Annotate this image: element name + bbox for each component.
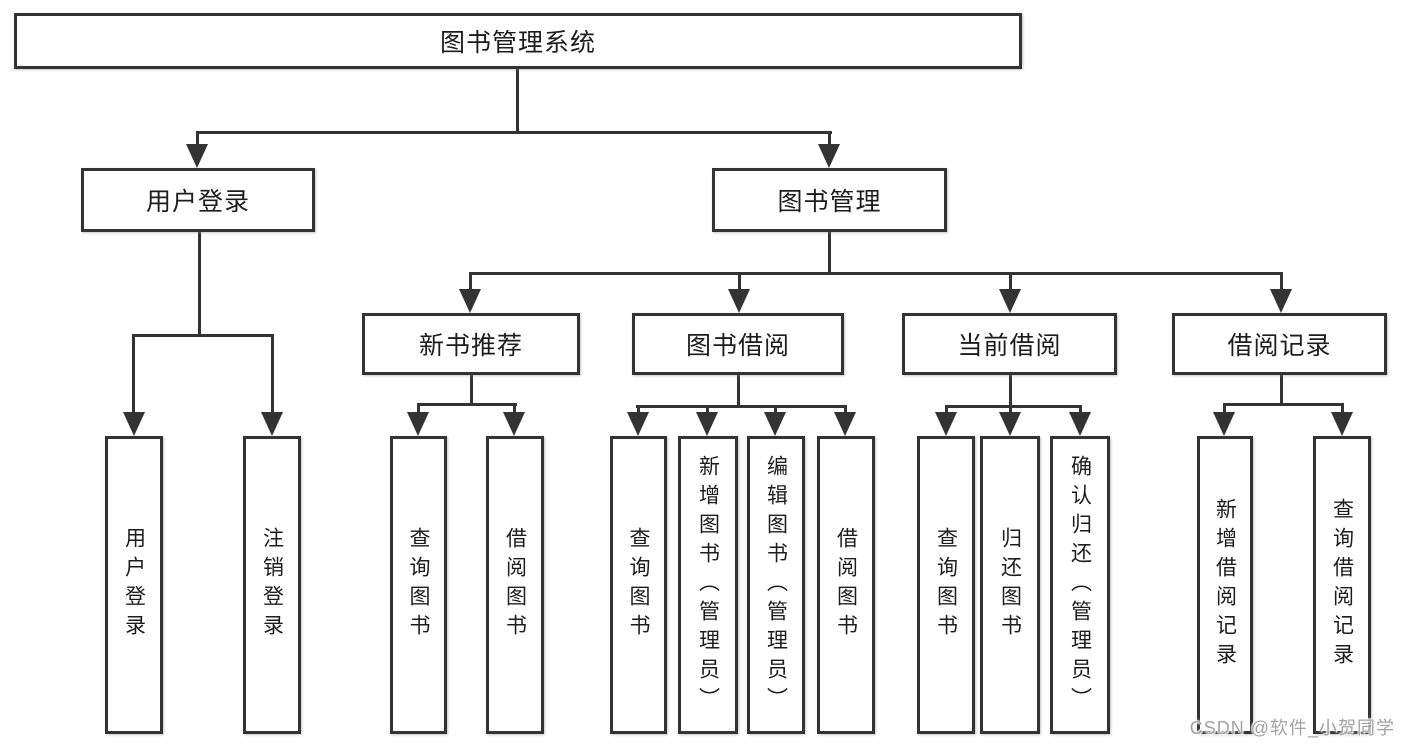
node-label: 注销登录 — [260, 527, 284, 643]
leaf-user-login: 用户登录 — [105, 436, 163, 734]
connector-line — [469, 272, 472, 291]
connector-line — [1280, 375, 1283, 406]
arrow-down-icon — [1270, 289, 1292, 313]
connector-line — [706, 405, 709, 415]
node-label: 借阅记录 — [1227, 332, 1332, 360]
connector-line — [1009, 375, 1012, 408]
connector-line — [271, 334, 274, 414]
node-label: 借阅图书 — [834, 527, 858, 643]
node-label: 图书管理 — [777, 188, 882, 216]
node-label: 确认归还（管理员） — [1068, 454, 1092, 716]
node-new-book-recommend: 新书推荐 — [362, 313, 580, 375]
arrow-down-icon — [407, 412, 429, 436]
node-label: 图书管理系统 — [439, 29, 596, 57]
connector-line — [738, 272, 741, 291]
arrow-down-icon — [728, 289, 750, 313]
node-label: 查询借阅记录 — [1330, 498, 1354, 672]
node-user-login: 用户登录 — [81, 168, 315, 232]
leaf-confirm-return-admin: 确认归还（管理员） — [1050, 436, 1110, 734]
connector-line — [945, 405, 948, 415]
arrow-down-icon — [1331, 412, 1353, 436]
connector-line — [636, 405, 847, 408]
leaf-query-books-2: 查询图书 — [610, 436, 667, 734]
leaf-borrow-books-2: 借阅图书 — [817, 436, 875, 734]
connector-line — [637, 405, 640, 415]
connector-line — [1009, 405, 1012, 415]
connector-line — [196, 131, 832, 134]
connector-line — [196, 131, 199, 147]
node-label: 查询图书 — [934, 527, 958, 643]
connector-line — [828, 131, 831, 147]
arrow-down-icon — [764, 412, 786, 436]
node-label: 新增图书（管理员） — [696, 454, 720, 716]
leaf-query-borrow-record: 查询借阅记录 — [1313, 436, 1371, 734]
node-label: 新增借阅记录 — [1213, 498, 1237, 672]
node-label: 查询图书 — [407, 527, 430, 643]
connector-line — [1280, 272, 1283, 291]
node-book-management: 图书管理 — [712, 168, 947, 232]
connector-line — [1341, 403, 1344, 415]
node-label: 借阅图书 — [503, 527, 527, 643]
connector-line — [737, 375, 740, 408]
node-label: 归还图书 — [998, 527, 1022, 643]
arrow-down-icon — [1213, 412, 1235, 436]
node-label: 用户登录 — [145, 188, 250, 216]
leaf-borrow-books-1: 借阅图书 — [486, 436, 544, 734]
connector-line — [198, 232, 201, 337]
connector-line — [469, 272, 1283, 275]
connector-line — [844, 405, 847, 415]
leaf-logout: 注销登录 — [243, 436, 301, 734]
arrow-down-icon — [1069, 412, 1091, 436]
node-label: 新书推荐 — [418, 332, 523, 360]
connector-line — [945, 405, 1082, 408]
connector-line — [470, 375, 473, 406]
connector-line — [828, 232, 831, 275]
arrow-down-icon — [186, 144, 208, 168]
node-borrowing-records: 借阅记录 — [1172, 313, 1387, 375]
arrow-down-icon — [834, 412, 856, 436]
connector-line — [132, 334, 135, 414]
leaf-edit-books-admin: 编辑图书（管理员） — [747, 436, 805, 734]
connector-line — [132, 334, 274, 337]
leaf-query-books-3: 查询图书 — [917, 436, 975, 734]
connector-line — [516, 69, 519, 133]
node-label: 用户登录 — [122, 527, 146, 643]
node-root-system: 图书管理系统 — [14, 13, 1022, 69]
node-label: 当前借阅 — [957, 332, 1062, 360]
arrow-down-icon — [459, 289, 481, 313]
csdn-watermark: CSDN @软件_小贺同学 — [1189, 718, 1395, 738]
leaf-return-books: 归还图书 — [980, 436, 1040, 734]
arrow-down-icon — [818, 144, 840, 168]
leaf-query-books-1: 查询图书 — [390, 436, 447, 734]
connector-line — [417, 403, 420, 415]
arrow-down-icon — [935, 412, 957, 436]
connector-line — [513, 403, 516, 415]
node-label: 编辑图书（管理员） — [764, 454, 788, 716]
arrow-down-icon — [627, 412, 649, 436]
connector-line — [1009, 272, 1012, 291]
connector-line — [774, 405, 777, 415]
arrow-down-icon — [696, 412, 718, 436]
connector-line — [1079, 405, 1082, 415]
arrow-down-icon — [999, 289, 1021, 313]
arrow-down-icon — [261, 412, 283, 436]
arrow-down-icon — [123, 412, 145, 436]
node-label: 图书借阅 — [685, 332, 790, 360]
connector-line — [1223, 403, 1344, 406]
node-label: 查询图书 — [627, 527, 650, 643]
leaf-add-books-admin: 新增图书（管理员） — [678, 436, 738, 734]
arrow-down-icon — [503, 412, 525, 436]
node-book-borrowing: 图书借阅 — [632, 313, 844, 375]
connector-line — [417, 403, 517, 406]
connector-line — [1223, 403, 1226, 415]
node-current-borrowing: 当前借阅 — [902, 313, 1117, 375]
arrow-down-icon — [999, 412, 1021, 436]
leaf-add-borrow-record: 新增借阅记录 — [1197, 436, 1253, 734]
